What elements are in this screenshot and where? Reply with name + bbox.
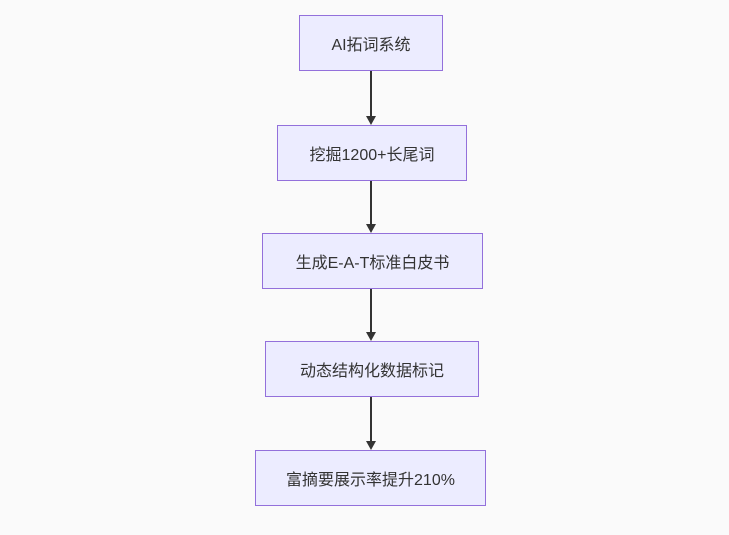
arrowhead-down-icon-2	[366, 224, 376, 233]
flowchart-node-structured-data: 动态结构化数据标记	[265, 341, 479, 397]
flowchart-node-ai-system: AI拓词系统	[299, 15, 443, 71]
flowchart-node-rich-snippet-rate: 富摘要展示率提升210%	[255, 450, 486, 506]
node-label: 生成E-A-T标准白皮书	[295, 255, 450, 272]
arrowhead-down-icon-1	[366, 116, 376, 125]
node-label: AI拓词系统	[331, 37, 411, 54]
flowchart-node-longtail-keywords: 挖掘1200+长尾词	[277, 125, 467, 181]
node-label: 富摘要展示率提升210%	[286, 472, 455, 489]
flowchart-node-eat-whitepaper: 生成E-A-T标准白皮书	[262, 233, 483, 289]
edge-line-2	[370, 181, 372, 224]
edge-line-4	[370, 397, 372, 441]
edge-line-3	[370, 289, 372, 332]
arrowhead-down-icon-4	[366, 441, 376, 450]
edge-line-1	[370, 71, 372, 116]
node-label: 挖掘1200+长尾词	[309, 147, 435, 164]
arrowhead-down-icon-3	[366, 332, 376, 341]
node-label: 动态结构化数据标记	[299, 363, 444, 380]
